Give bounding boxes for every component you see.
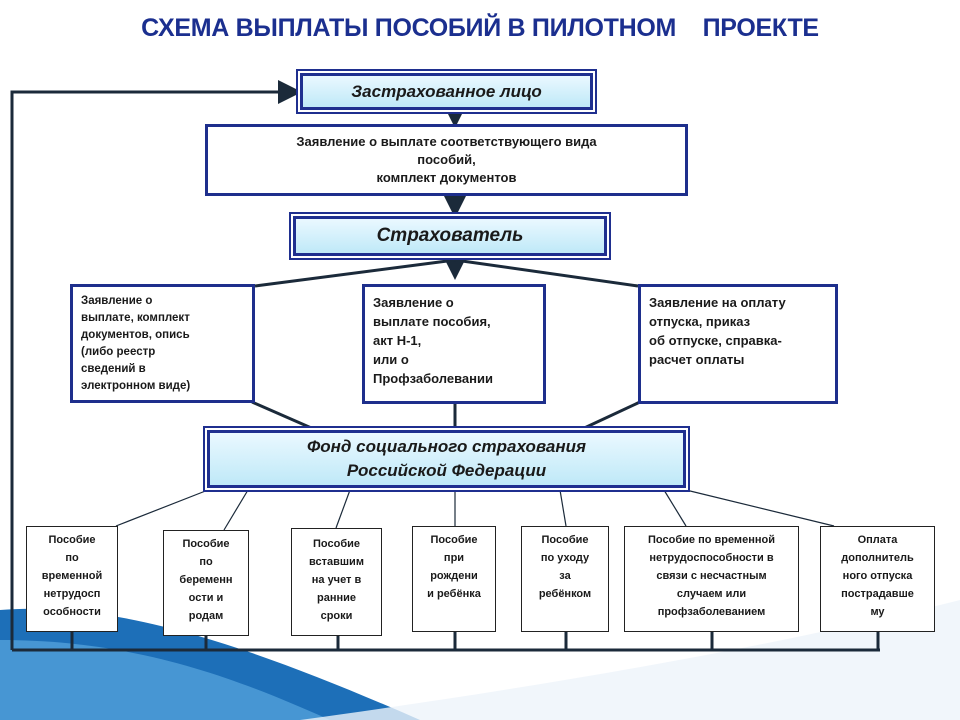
insurer-label: Страхователь bbox=[376, 225, 524, 246]
documents-left-line-5: сведений в bbox=[81, 363, 146, 375]
benefit-4-line-4: и ребёнка bbox=[427, 588, 481, 600]
documents-middle-box: Заявление о выплате пособия, акт Н-1, ил… bbox=[362, 284, 546, 404]
benefit-1-line-4: нетрудосп bbox=[43, 588, 101, 600]
documents-middle-line-1: Заявление о bbox=[373, 295, 454, 310]
application-line-1: Заявление о выплате соответствующего вид… bbox=[296, 134, 597, 149]
benefit-5-line-1: Пособие bbox=[541, 534, 589, 546]
documents-middle-line-2: выплате пособия, bbox=[373, 314, 491, 329]
benefit-5-line-2: по уходу bbox=[540, 552, 590, 564]
fund-line-1: Фонд социального страхования bbox=[306, 437, 587, 456]
benefit-7-line-1: Оплата bbox=[857, 534, 898, 546]
documents-left-line-1: Заявление о bbox=[81, 295, 153, 307]
documents-left-line-3: документов, опись bbox=[81, 329, 190, 341]
application-line-2: пособий, bbox=[417, 152, 476, 167]
benefit-2-line-2: по bbox=[199, 556, 213, 568]
documents-middle-line-3: акт Н-1, bbox=[373, 333, 422, 348]
benefit-childbirth: Пособие при рождени и ребёнка bbox=[412, 526, 496, 632]
benefit-3-line-3: на учет в bbox=[311, 574, 362, 586]
benefit-2-line-4: ости и bbox=[188, 592, 224, 604]
insured-person-box: Застрахованное лицо bbox=[300, 73, 593, 110]
benefit-7-line-5: му bbox=[870, 606, 885, 618]
benefit-6-line-4: случаем или bbox=[676, 588, 747, 600]
benefit-3-line-5: сроки bbox=[320, 610, 353, 622]
benefit-6-line-5: профзаболеванием bbox=[657, 606, 766, 618]
benefit-additional-leave: Оплата дополнитель ного отпуска пострада… bbox=[820, 526, 935, 632]
benefit-7-line-3: ного отпуска bbox=[842, 570, 913, 582]
benefit-1-line-2: по bbox=[65, 552, 79, 564]
benefit-1-line-5: особности bbox=[43, 606, 101, 618]
fund-line-2: Российской Федерации bbox=[346, 461, 547, 480]
benefit-2-line-5: родам bbox=[188, 610, 224, 622]
benefit-3-line-2: вставшим bbox=[309, 556, 364, 568]
benefit-2-line-1: Пособие bbox=[182, 538, 230, 550]
benefit-childcare: Пособие по уходу за ребёнком bbox=[521, 526, 609, 632]
benefit-1-line-1: Пособие bbox=[48, 534, 96, 546]
benefit-5-line-4: ребёнком bbox=[538, 588, 592, 600]
documents-right-line-2: отпуска, приказ bbox=[649, 314, 751, 329]
documents-right-line-4: расчет оплаты bbox=[649, 352, 745, 367]
benefit-5-line-3: за bbox=[559, 570, 571, 582]
benefit-3-line-1: Пособие bbox=[313, 538, 360, 550]
benefit-4-line-2: при bbox=[443, 552, 465, 564]
documents-right-box: Заявление на оплату отпуска, приказ об о… bbox=[638, 284, 838, 404]
benefit-6-line-3: связи с несчастным bbox=[656, 570, 767, 582]
benefit-1-line-3: временной bbox=[41, 570, 103, 582]
documents-right-line-1: Заявление на оплату bbox=[649, 295, 786, 310]
benefit-3-line-4: ранние bbox=[316, 592, 356, 604]
documents-right-line-3: об отпуске, справка- bbox=[649, 333, 782, 348]
benefit-4-line-1: Пособие bbox=[430, 534, 478, 546]
page-title: СХЕМА ВЫПЛАТЫ ПОСОБИЙ В ПИЛОТНОМ ПРОЕКТЕ bbox=[141, 14, 819, 42]
benefit-7-line-2: дополнитель bbox=[841, 552, 914, 564]
benefit-2-line-3: беременн bbox=[179, 574, 233, 586]
documents-left-box: Заявление о выплате, комплект документов… bbox=[70, 284, 255, 403]
benefit-4-line-3: рождени bbox=[430, 570, 478, 582]
application-line-3: комплект документов bbox=[376, 170, 517, 185]
documents-left-line-2: выплате, комплект bbox=[81, 312, 190, 324]
documents-left-line-6: электронном виде) bbox=[81, 380, 191, 392]
social-insurance-fund-box: Фонд социального страхования Российской … bbox=[207, 430, 686, 488]
benefit-7-line-4: пострадавше bbox=[841, 588, 914, 600]
documents-middle-line-5: Профзаболевании bbox=[373, 371, 493, 386]
benefit-pregnancy: Пособие по беременн ости и родам bbox=[163, 530, 249, 636]
application-box: Заявление о выплате соответствующего вид… bbox=[205, 124, 688, 196]
benefit-6-line-1: Пособие по временной bbox=[648, 534, 775, 546]
insurer-box: Страхователь bbox=[293, 216, 607, 256]
benefit-occupational-accident: Пособие по временной нетрудоспособности … bbox=[624, 526, 799, 632]
benefit-early-registration: Пособие вставшим на учет в ранние сроки bbox=[291, 528, 382, 636]
documents-middle-line-4: или о bbox=[373, 352, 409, 367]
insured-person-label: Застрахованное лицо bbox=[351, 81, 542, 101]
documents-left-line-4: (либо реестр bbox=[81, 346, 156, 358]
benefit-6-line-2: нетрудоспособности в bbox=[649, 552, 774, 564]
benefit-temporary-disability: Пособие по временной нетрудосп особности bbox=[26, 526, 118, 632]
